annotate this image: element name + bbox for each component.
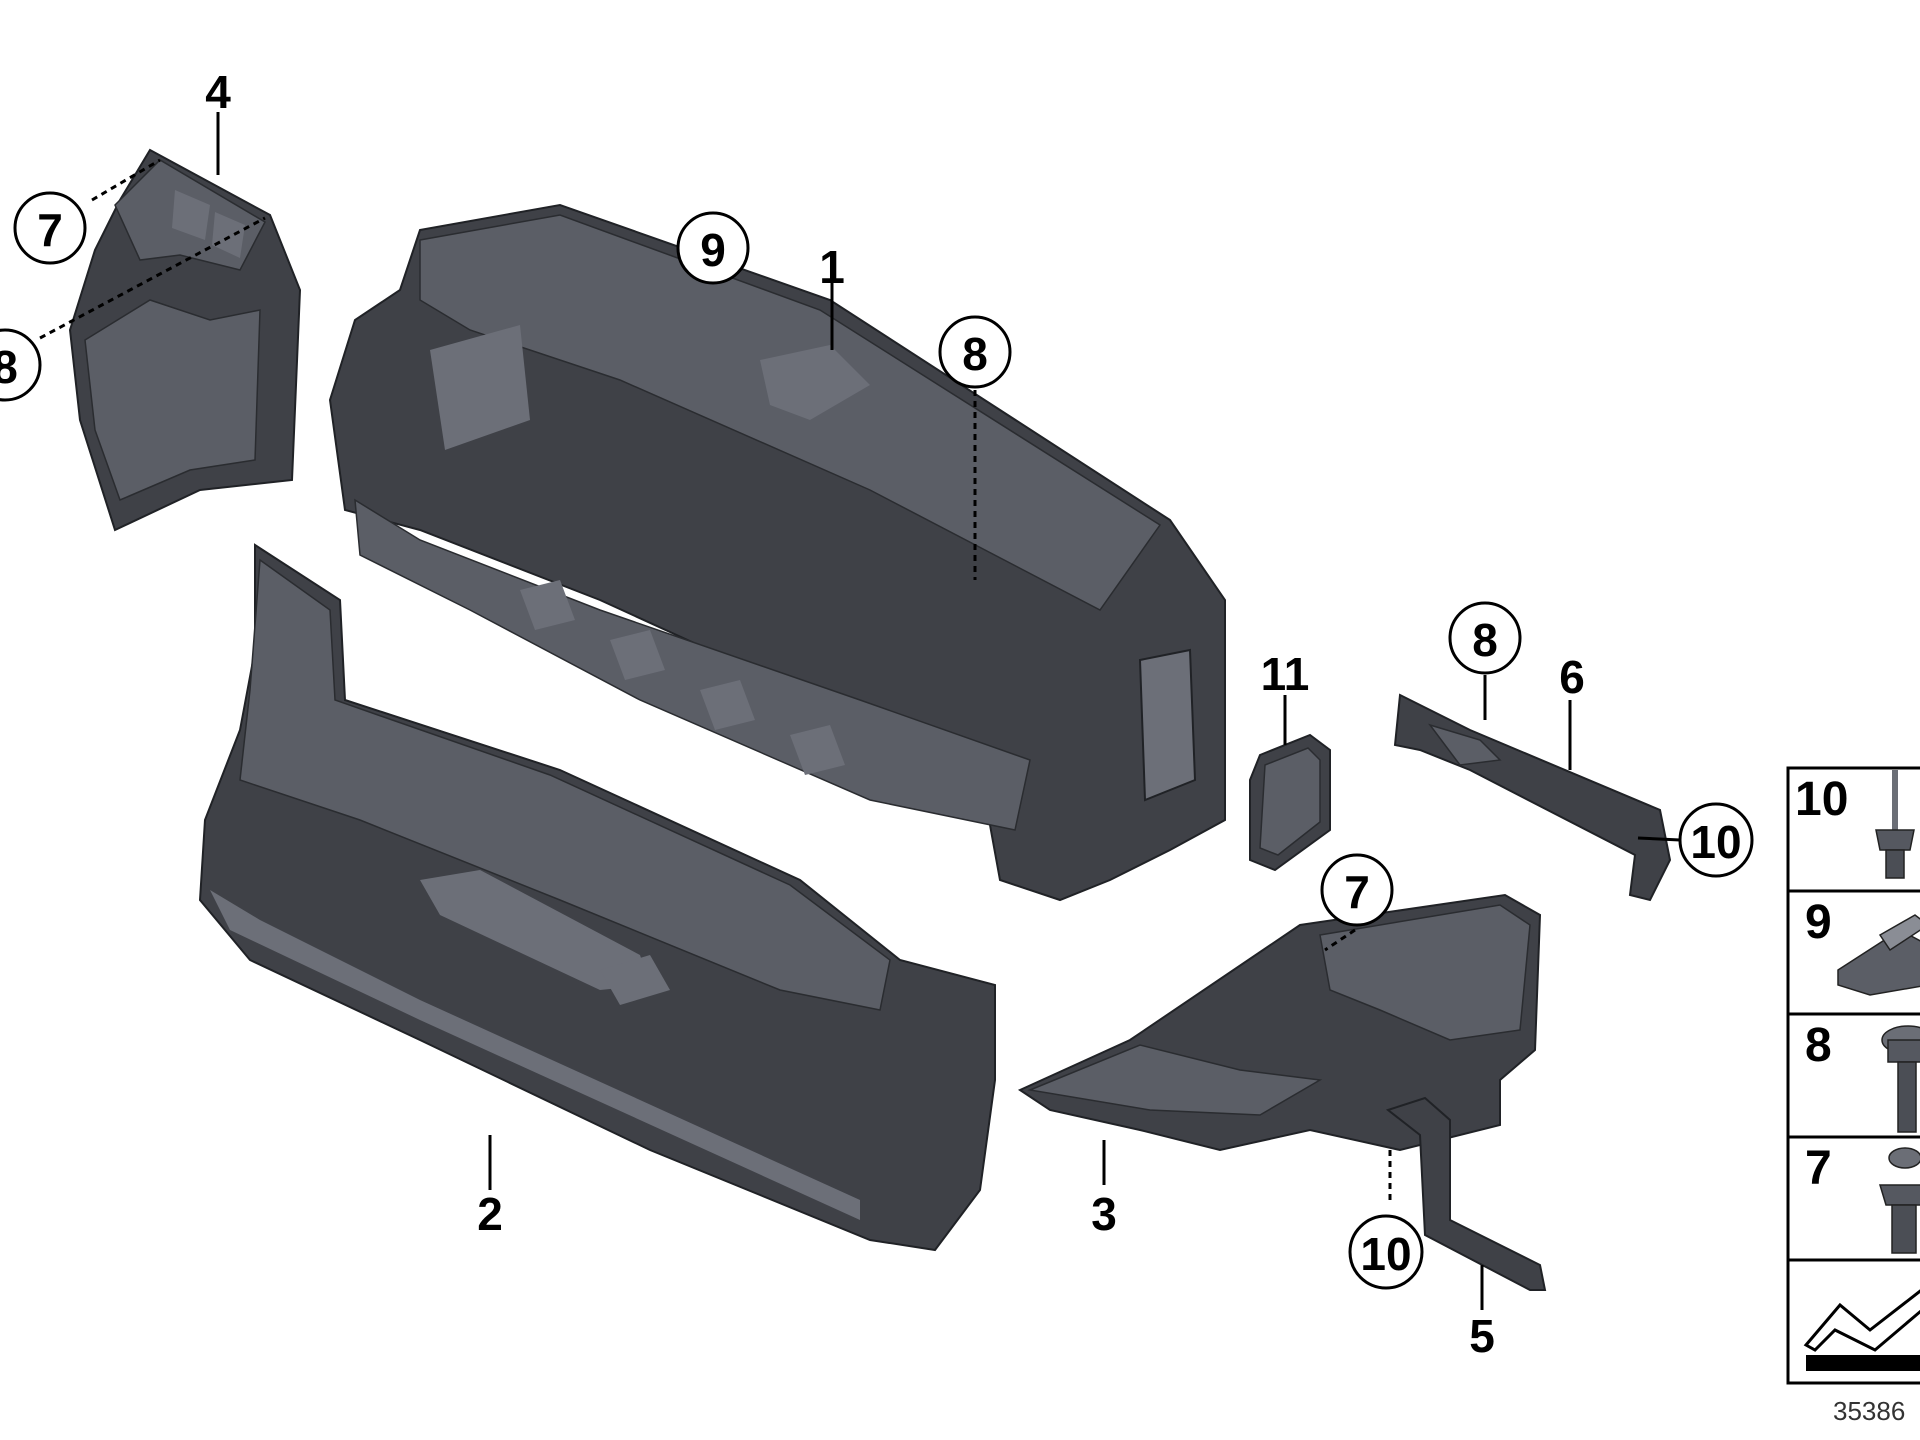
circled-callouts: 7 8 9 8 8 10 7 10 bbox=[0, 191, 1754, 1290]
callout-5: 5 bbox=[1469, 1310, 1495, 1362]
legend-label-9: 9 bbox=[1805, 896, 1832, 949]
callout-10-bottom: 10 bbox=[1360, 1228, 1411, 1280]
fastener-legend: 10 9 8 7 bbox=[1786, 766, 1920, 1385]
callout-8-left: 8 bbox=[0, 341, 18, 393]
callout-2: 2 bbox=[477, 1188, 503, 1240]
document-number: 35386 bbox=[1833, 1396, 1905, 1426]
part-2-lower-air-guide bbox=[198, 543, 996, 1252]
callout-9: 9 bbox=[700, 224, 726, 276]
callout-1: 1 bbox=[819, 241, 845, 293]
leader-lines bbox=[39, 112, 1681, 1310]
clip-nut-icon bbox=[1837, 914, 1920, 996]
callout-8-center: 8 bbox=[962, 328, 988, 380]
part-3-right-air-duct bbox=[1017, 893, 1542, 1152]
legend-label-7: 7 bbox=[1805, 1142, 1832, 1195]
callout-8-right: 8 bbox=[1472, 614, 1498, 666]
callout-7-right: 7 bbox=[1344, 866, 1370, 918]
callout-6: 6 bbox=[1559, 651, 1585, 703]
expanding-rivet-icon bbox=[1878, 1147, 1920, 1254]
part-11-cover-cap bbox=[1249, 733, 1331, 872]
callout-10-right: 10 bbox=[1690, 816, 1741, 868]
callout-3: 3 bbox=[1091, 1188, 1117, 1240]
callout-4: 4 bbox=[205, 66, 231, 118]
legend-label-8: 8 bbox=[1805, 1019, 1832, 1072]
part-5-strap-bracket bbox=[1385, 1096, 1547, 1291]
callout-11: 11 bbox=[1261, 648, 1310, 700]
angle-arrow-icon bbox=[1803, 1289, 1920, 1371]
callout-7-left: 7 bbox=[37, 204, 63, 256]
part-1-upper-air-guide-frame bbox=[328, 203, 1226, 902]
part-6-bracket bbox=[1393, 693, 1672, 902]
collar-screw-icon bbox=[1881, 1025, 1920, 1133]
rivet-icon bbox=[1875, 770, 1915, 879]
part-4-left-air-duct bbox=[68, 148, 302, 532]
legend-label-10: 10 bbox=[1795, 773, 1848, 826]
callout-labels: 4 1 2 3 11 6 5 bbox=[205, 66, 1585, 1362]
